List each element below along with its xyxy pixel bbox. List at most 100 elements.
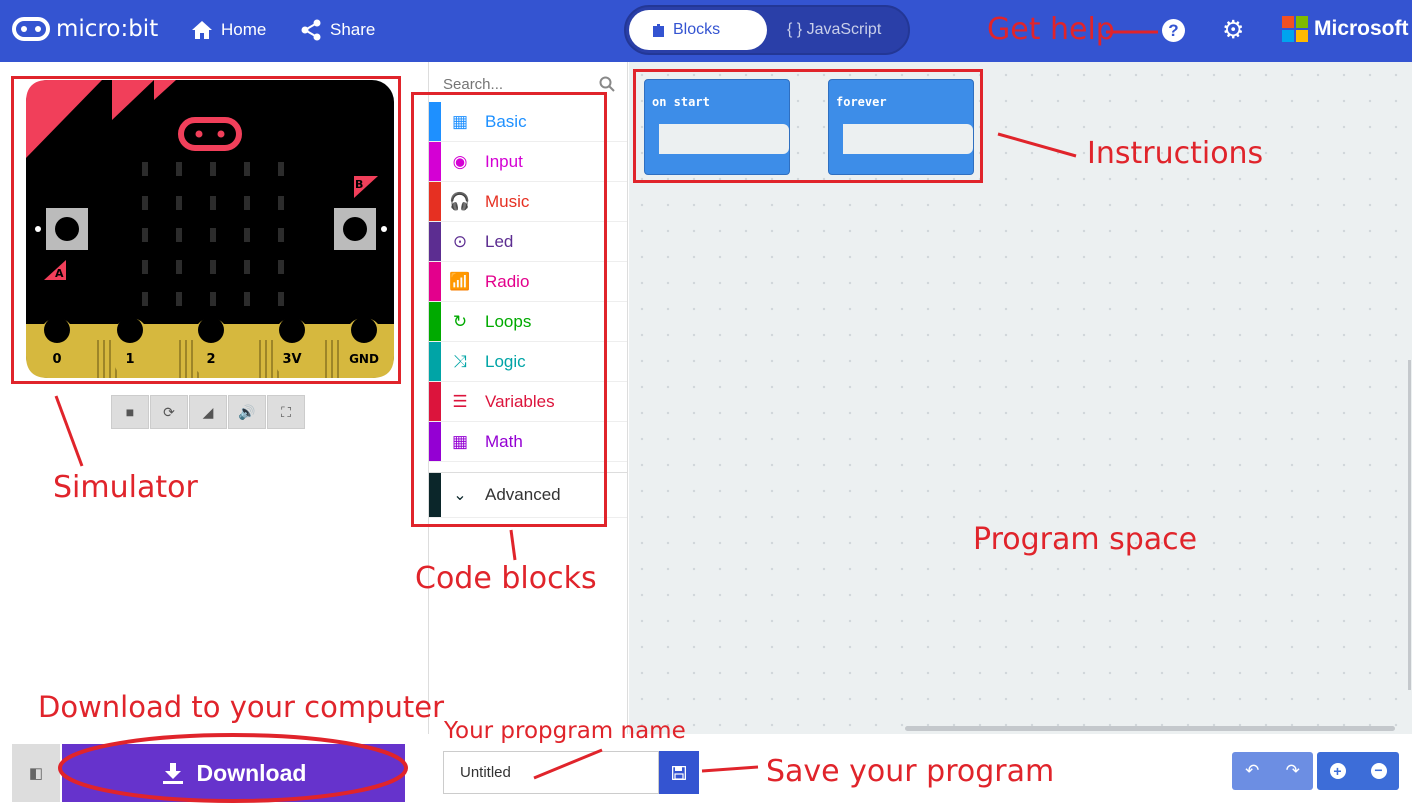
- share-icon: [301, 19, 321, 41]
- zoom-group: + −: [1317, 752, 1399, 790]
- instructions-highlight: [633, 69, 983, 183]
- category-label: Loops: [485, 311, 532, 331]
- calculator-icon: ▦: [451, 431, 469, 451]
- category-color-bar: [429, 342, 441, 381]
- simulator-arrow: [54, 395, 84, 467]
- category-color-bar: [429, 102, 441, 141]
- lines-icon: ☰: [452, 391, 468, 411]
- save-annotation: Save your program: [766, 754, 1055, 789]
- category-color-bar: [429, 262, 441, 301]
- category-logic[interactable]: ⤨ Logic: [429, 342, 627, 382]
- button-b-label: B: [355, 178, 363, 191]
- button-a[interactable]: [46, 208, 88, 250]
- block-label: forever: [836, 95, 887, 109]
- category-basic[interactable]: ▦Basic: [429, 102, 627, 142]
- microbit-logo[interactable]: micro:bit: [12, 14, 158, 44]
- category-led[interactable]: ⊙ Led: [429, 222, 627, 262]
- zoom-out-icon[interactable]: −: [1370, 763, 1387, 779]
- category-radio[interactable]: 📶 Radio: [429, 262, 627, 302]
- settings-gear-icon[interactable]: ⚙: [1222, 16, 1245, 44]
- microsoft-logo[interactable]: Microsoft: [1282, 16, 1409, 42]
- save-button[interactable]: [659, 751, 699, 794]
- download-label: Download: [196, 759, 307, 786]
- pin-gnd: [346, 317, 382, 378]
- target-icon: ◉: [452, 151, 468, 171]
- download-highlight-ellipse: [58, 733, 408, 803]
- search-box[interactable]: [443, 72, 615, 96]
- category-label: Variables: [485, 391, 555, 411]
- category-color-bar: [429, 222, 441, 261]
- category-music[interactable]: 🎧 Music: [429, 182, 627, 222]
- microbit-simulator[interactable]: A B 0 1 2 3V GND: [24, 78, 396, 380]
- collapse-icon: ◧: [28, 765, 44, 782]
- help-icon[interactable]: ?: [1162, 19, 1185, 42]
- share-button[interactable]: Share: [300, 15, 375, 45]
- category-loops[interactable]: ↻ Loops: [429, 302, 627, 342]
- category-color-bar: [429, 422, 441, 461]
- code-blocks-arrow: [509, 529, 517, 561]
- category-color-bar: [429, 382, 441, 421]
- zoom-in-icon[interactable]: +: [1329, 763, 1346, 779]
- download-icon: [162, 763, 183, 784]
- program-name-arrow: [533, 748, 603, 780]
- tab-blocks[interactable]: Blocks: [629, 10, 767, 50]
- headphones-icon: 🎧: [449, 191, 471, 211]
- tab-javascript[interactable]: { } JavaScript: [771, 10, 906, 50]
- block-label: on start: [652, 95, 710, 109]
- pin-label: GND: [349, 352, 379, 366]
- grid-icon: ▦: [451, 111, 469, 131]
- get-help-annotation: Get help: [987, 12, 1115, 47]
- download-annotation: Download to your computer: [38, 690, 444, 724]
- save-floppy-icon: [672, 765, 686, 780]
- signal-icon: 📶: [449, 271, 471, 291]
- undo-icon[interactable]: ↶: [1245, 761, 1260, 780]
- home-button[interactable]: Home: [191, 15, 266, 45]
- simulator-controls: ■ ⟳ ◢ 🔊 ⛶: [111, 395, 305, 429]
- microsoft-label: Microsoft: [1314, 17, 1409, 40]
- instructions-annotation: Instructions: [1087, 136, 1264, 171]
- block-slot: [659, 124, 789, 154]
- toolbox: ▦Basic◉Input 🎧 Music ⊙ Led 📶 Radio ↻ Loops ⤨ Logic…: [428, 62, 628, 734]
- block-slot: [843, 124, 973, 154]
- led-matrix: [142, 162, 284, 306]
- restart-icon[interactable]: ⟳: [150, 395, 188, 429]
- refresh-icon: ↻: [452, 311, 468, 331]
- category-math[interactable]: ▦Math: [429, 422, 627, 462]
- on-start-block[interactable]: on start: [644, 79, 790, 175]
- pin-3v: [275, 317, 309, 378]
- home-label: Home: [221, 20, 267, 39]
- home-icon: [192, 21, 212, 39]
- category-label: Led: [485, 231, 514, 251]
- pin-label: 0: [52, 352, 61, 367]
- toggle-icon: ⊙: [452, 231, 468, 251]
- shuffle-icon: ⤨: [453, 351, 467, 371]
- forever-block[interactable]: forever: [828, 79, 974, 175]
- category-label: Logic: [485, 351, 526, 371]
- fullscreen-icon[interactable]: ⛶: [267, 395, 305, 429]
- category-color-bar: [429, 302, 441, 341]
- mute-icon[interactable]: 🔊: [228, 395, 266, 429]
- puzzle-icon: [653, 24, 664, 37]
- vertical-scrollbar[interactable]: [1408, 360, 1411, 690]
- project-name-input[interactable]: [443, 751, 659, 794]
- category-label: Advanced: [485, 485, 561, 504]
- category-input[interactable]: ◉Input: [429, 142, 627, 182]
- get-help-arrow: [1106, 30, 1158, 34]
- code-blocks-highlight: [411, 92, 607, 527]
- save-arrow: [701, 765, 759, 773]
- category-color-bar: [429, 142, 441, 181]
- category-advanced[interactable]: ⌄ Advanced: [429, 472, 627, 518]
- category-variables[interactable]: ☰ Variables: [429, 382, 627, 422]
- editor-toggle: Blocks { } JavaScript: [624, 5, 910, 55]
- horizontal-scrollbar[interactable]: [905, 726, 1395, 731]
- stop-icon[interactable]: ■: [111, 395, 149, 429]
- button-b[interactable]: [334, 208, 376, 250]
- instructions-arrow: [997, 132, 1077, 158]
- search-input[interactable]: [443, 75, 583, 93]
- category-label: Radio: [485, 271, 530, 291]
- pin-label: 3V: [282, 352, 301, 367]
- redo-icon[interactable]: ↷: [1285, 761, 1300, 780]
- slow-mo-icon[interactable]: ◢: [189, 395, 227, 429]
- category-label: Music: [485, 191, 530, 211]
- collapse-simulator-button[interactable]: ◧: [12, 744, 60, 802]
